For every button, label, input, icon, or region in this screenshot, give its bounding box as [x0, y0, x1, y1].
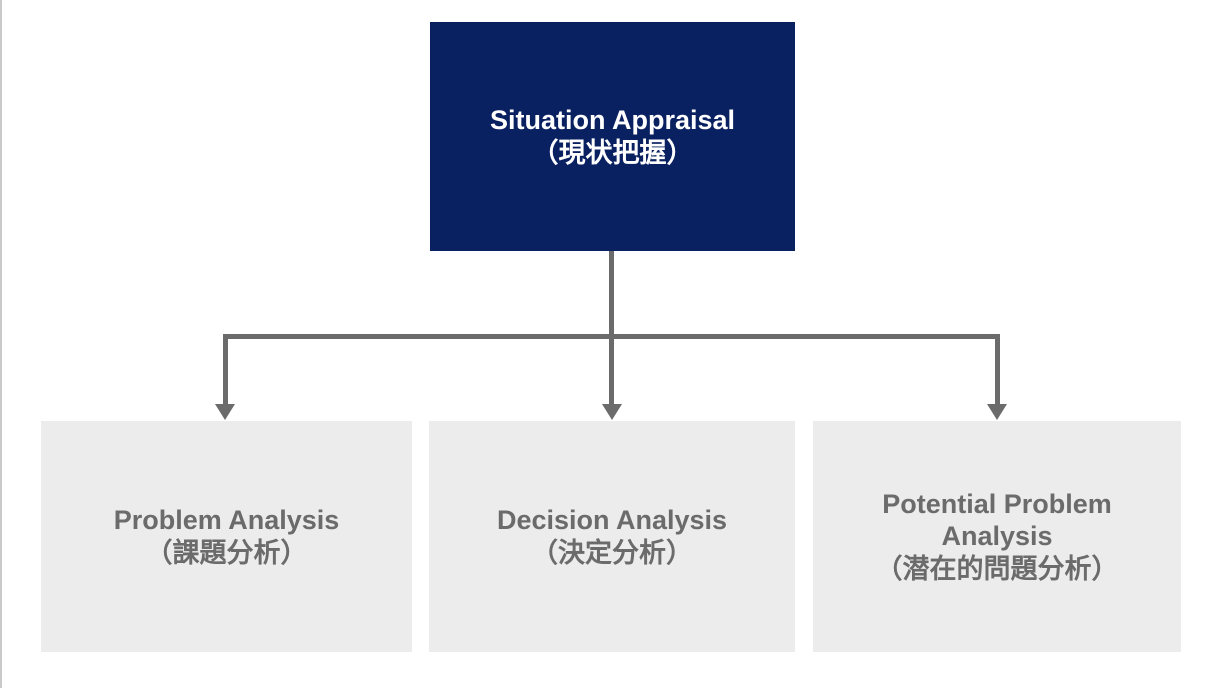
node-decision-analysis: Decision Analysis （決定分析）: [429, 421, 795, 652]
node-title-en: Situation Appraisal: [489, 105, 736, 136]
node-situation-appraisal: Situation Appraisal （現状把握）: [430, 22, 795, 251]
arrowhead-right-icon: [987, 404, 1007, 420]
node-title-ja: （決定分析）: [531, 537, 693, 568]
arrowhead-center-icon: [602, 404, 622, 420]
node-title-ja: （潜在的問題分析）: [875, 553, 1119, 584]
connector-stem-center: [609, 251, 614, 404]
node-title-ja: （課題分析）: [145, 537, 308, 568]
node-title-en: Problem Analysis: [113, 505, 340, 536]
node-potential-problem-analysis: Potential Problem Analysis （潜在的問題分析）: [813, 421, 1181, 652]
page-left-border: [0, 0, 2, 688]
node-title-en: Decision Analysis: [496, 505, 728, 536]
connector-drop-right: [995, 334, 1000, 404]
node-problem-analysis: Problem Analysis （課題分析）: [41, 421, 412, 652]
node-title-en: Potential Problem Analysis: [882, 488, 1112, 552]
connector-horizontal: [223, 334, 1000, 339]
node-title-ja: （現状把握）: [531, 137, 694, 168]
connector-drop-left: [223, 334, 228, 404]
arrowhead-left-icon: [215, 404, 235, 420]
